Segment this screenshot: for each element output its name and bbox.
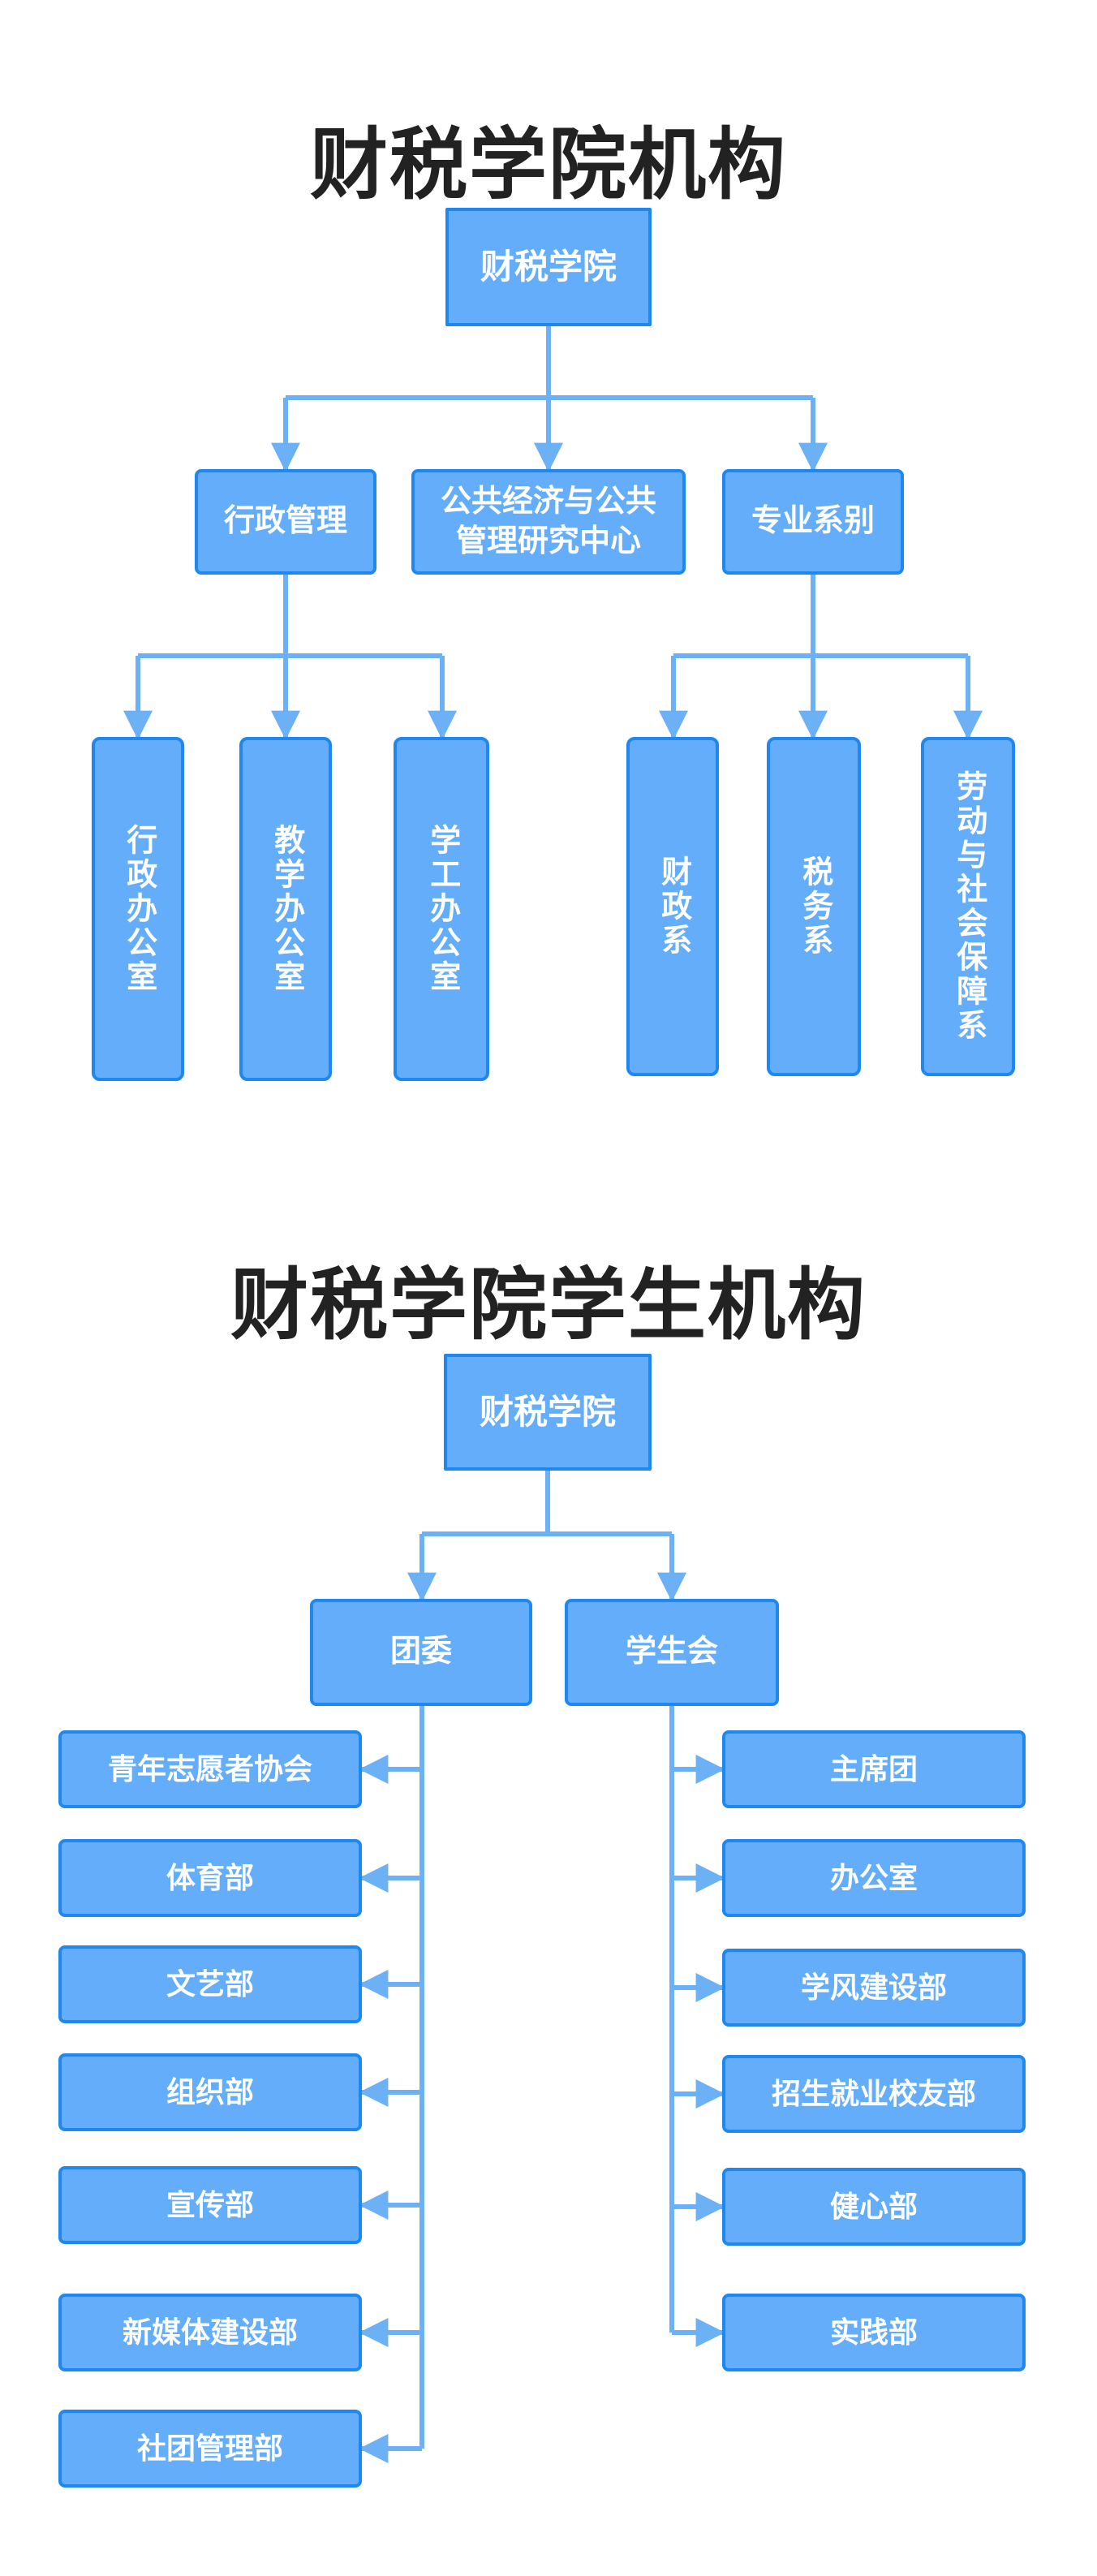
node-sports-dept: 体育部 bbox=[58, 1839, 362, 1917]
node-finance-dept: 财政系 bbox=[626, 737, 719, 1076]
node-student-union: 学生会 bbox=[565, 1599, 779, 1706]
node-organization-dept: 组织部 bbox=[58, 2053, 362, 2131]
node-presidium: 主席团 bbox=[722, 1730, 1026, 1808]
node-teaching-office: 教学办公室 bbox=[239, 737, 332, 1081]
chart-title-faculty: 财税学院机构 bbox=[310, 122, 787, 209]
node-student-affairs-office: 学工办公室 bbox=[394, 737, 489, 1081]
chart-title-student-org: 财税学院学生机构 bbox=[230, 1262, 867, 1349]
node-labor-social-security-dept: 劳动与社会保障系 bbox=[921, 737, 1015, 1076]
node-admin-office: 行政办公室 bbox=[92, 737, 184, 1081]
node-research-center: 公共经济与公共管理研究中心 bbox=[411, 469, 686, 575]
node-root-faculty: 财税学院 bbox=[445, 208, 652, 326]
node-club-management-dept: 社团管理部 bbox=[58, 2410, 362, 2488]
node-career-alumni-dept: 招生就业校友部 bbox=[722, 2055, 1026, 2133]
node-label: 学工办公室 bbox=[424, 824, 459, 994]
node-taxation-dept: 税务系 bbox=[767, 737, 861, 1076]
node-new-media-dept: 新媒体建设部 bbox=[58, 2294, 362, 2371]
node-label: 税务系 bbox=[797, 855, 832, 958]
node-label: 劳动与社会保障系 bbox=[951, 770, 986, 1043]
node-admin-management: 行政管理 bbox=[195, 469, 376, 575]
node-office: 办公室 bbox=[722, 1839, 1026, 1917]
node-youth-league: 团委 bbox=[310, 1599, 532, 1706]
node-study-style-dept: 学风建设部 bbox=[722, 1949, 1026, 2027]
node-practice-dept: 实践部 bbox=[722, 2294, 1026, 2371]
node-label: 行政办公室 bbox=[121, 824, 156, 994]
node-volunteer-association: 青年志愿者协会 bbox=[58, 1730, 362, 1808]
node-label: 财政系 bbox=[656, 855, 690, 958]
node-mental-health-dept: 健心部 bbox=[722, 2168, 1026, 2246]
node-publicity-dept: 宣传部 bbox=[58, 2166, 362, 2244]
node-departments: 专业系别 bbox=[722, 469, 904, 575]
node-arts-dept: 文艺部 bbox=[58, 1945, 362, 2023]
node-root-student: 财税学院 bbox=[444, 1354, 652, 1471]
node-label: 教学办公室 bbox=[269, 824, 303, 994]
